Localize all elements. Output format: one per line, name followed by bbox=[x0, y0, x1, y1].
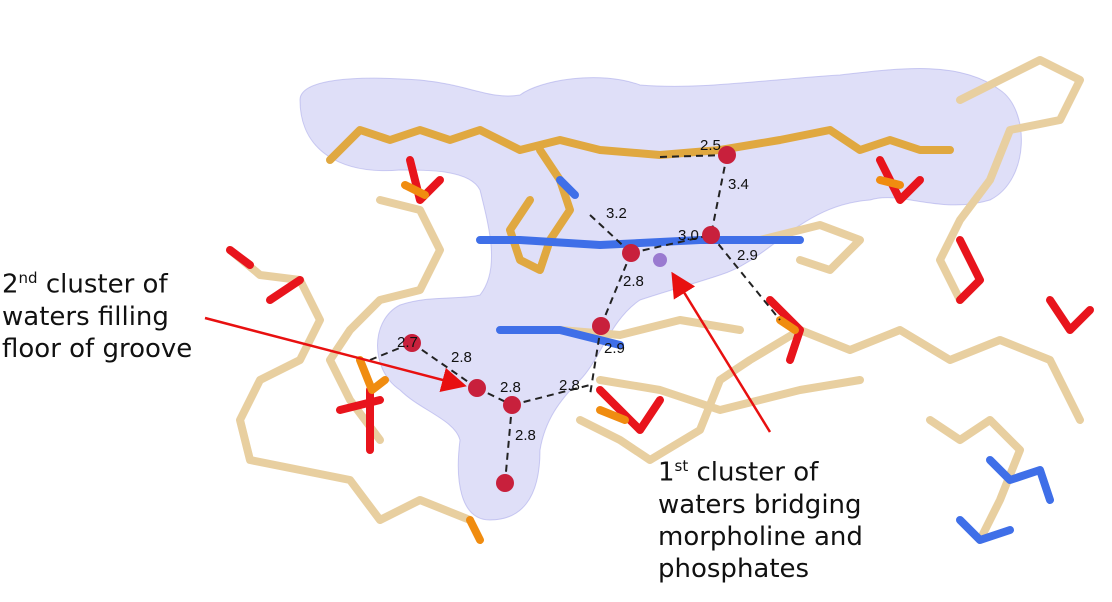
annotation-line: cluster of bbox=[688, 457, 819, 488]
distance-label: 2.8 bbox=[500, 379, 521, 396]
distance-label: 2.9 bbox=[604, 340, 625, 357]
annotation-line: floor of groove bbox=[2, 333, 193, 364]
distance-label: 2.9 bbox=[737, 247, 758, 264]
distance-label: 2.8 bbox=[559, 377, 580, 394]
annotation-first-cluster: 1st cluster of waters bridging morpholin… bbox=[658, 450, 863, 585]
annotation-number: 2 bbox=[2, 269, 19, 300]
distance-label: 3.2 bbox=[606, 205, 627, 222]
annotation-line: cluster of bbox=[37, 269, 168, 300]
arrow-left bbox=[204, 316, 467, 393]
annotation-second-cluster: 2nd cluster of waters filling floor of g… bbox=[2, 262, 192, 365]
distance-label: 3.4 bbox=[728, 176, 749, 193]
water-molecules bbox=[403, 146, 736, 492]
distance-label: 2.8 bbox=[515, 427, 536, 444]
annotation-line: morpholine and bbox=[658, 521, 863, 552]
arrow-right bbox=[671, 271, 772, 433]
annotation-line: phosphates bbox=[658, 553, 810, 584]
annotation-ordinal: st bbox=[674, 457, 689, 475]
distance-label: 3.0 bbox=[678, 227, 699, 244]
distance-label: 2.8 bbox=[623, 273, 644, 290]
dna-sticks bbox=[226, 56, 1094, 544]
distance-label: 2.5 bbox=[700, 137, 721, 154]
annotation-number: 1 bbox=[658, 457, 675, 488]
distance-label: 2.7 bbox=[397, 334, 418, 351]
annotation-line: waters filling bbox=[2, 301, 169, 332]
annotation-line: waters bridging bbox=[658, 489, 862, 520]
ligand-surface bbox=[299, 68, 1022, 521]
annotation-ordinal: nd bbox=[18, 269, 38, 287]
distance-label: 2.8 bbox=[451, 349, 472, 366]
